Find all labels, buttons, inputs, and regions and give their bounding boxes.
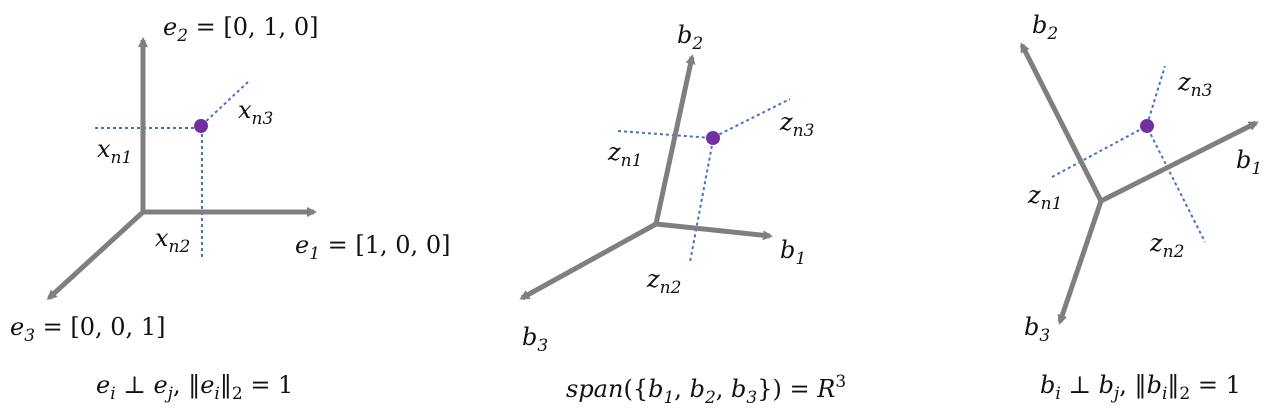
- data-point-z: [706, 131, 720, 145]
- projection-line-zn2: [689, 139, 714, 263]
- axis-e3: [46, 210, 145, 301]
- label-zn2: zn2: [646, 265, 681, 298]
- label-e2: e2 = [0, 1, 0]: [163, 13, 318, 46]
- label-b3-b: b3: [1024, 313, 1050, 346]
- caption-orthonormal: bi ⊥ bj, ‖bi‖2 = 1: [1040, 371, 1241, 404]
- label-b2-b: b2: [1032, 11, 1058, 44]
- axis-b1: [655, 221, 773, 241]
- label-zn3: zn3: [779, 108, 814, 141]
- axis-b2: [653, 54, 696, 225]
- data-point-x: [194, 119, 208, 133]
- label-b3: b3: [522, 323, 548, 356]
- axis-b1-b: [1099, 120, 1259, 204]
- panel-span: b2 b1 b3 zn1 zn2 zn3 span({b1, b2, b3}) …: [519, 21, 846, 408]
- axis-b3-b: [1057, 200, 1104, 325]
- caption-span: span({b1, b2, b3}) = R3: [566, 372, 846, 408]
- label-zn3-b: zn3: [1177, 68, 1212, 101]
- projection-line-zn2-b: [1147, 128, 1206, 243]
- label-b1: b1: [780, 236, 806, 269]
- caption-standard: ei ⊥ ej, ‖ei‖2 = 1: [96, 371, 293, 404]
- data-point-z-b: [1140, 119, 1154, 133]
- axis-b2-b: [1019, 42, 1104, 203]
- label-xn3: xn3: [238, 96, 273, 129]
- panel-standard-basis: e2 = [0, 1, 0] e1 = [1, 0, 0] e3 = [0, 0…: [10, 13, 450, 404]
- panel-orthonormal-basis: b2 b1 b3 zn1 zn2 zn3 bi ⊥ bj, ‖bi‖2 = 1: [1019, 11, 1262, 404]
- label-e3: e3 = [0, 0, 1]: [10, 313, 165, 346]
- label-b2: b2: [677, 21, 703, 54]
- projection-line-zn3: [713, 98, 791, 138]
- label-zn2-b: zn2: [1149, 229, 1184, 262]
- label-xn2: xn2: [155, 224, 190, 257]
- label-zn1: zn1: [607, 138, 642, 171]
- axis-b3: [519, 221, 658, 301]
- label-b1-b: b1: [1236, 146, 1262, 179]
- projection-line-zn3-b: [1146, 65, 1166, 126]
- label-e1: e1 = [1, 0, 0]: [295, 231, 450, 264]
- label-xn1: xn1: [97, 135, 132, 168]
- label-zn1-b: zn1: [1027, 181, 1062, 214]
- projection-line-zn1: [617, 130, 713, 139]
- projection-line-xn3: [201, 81, 249, 126]
